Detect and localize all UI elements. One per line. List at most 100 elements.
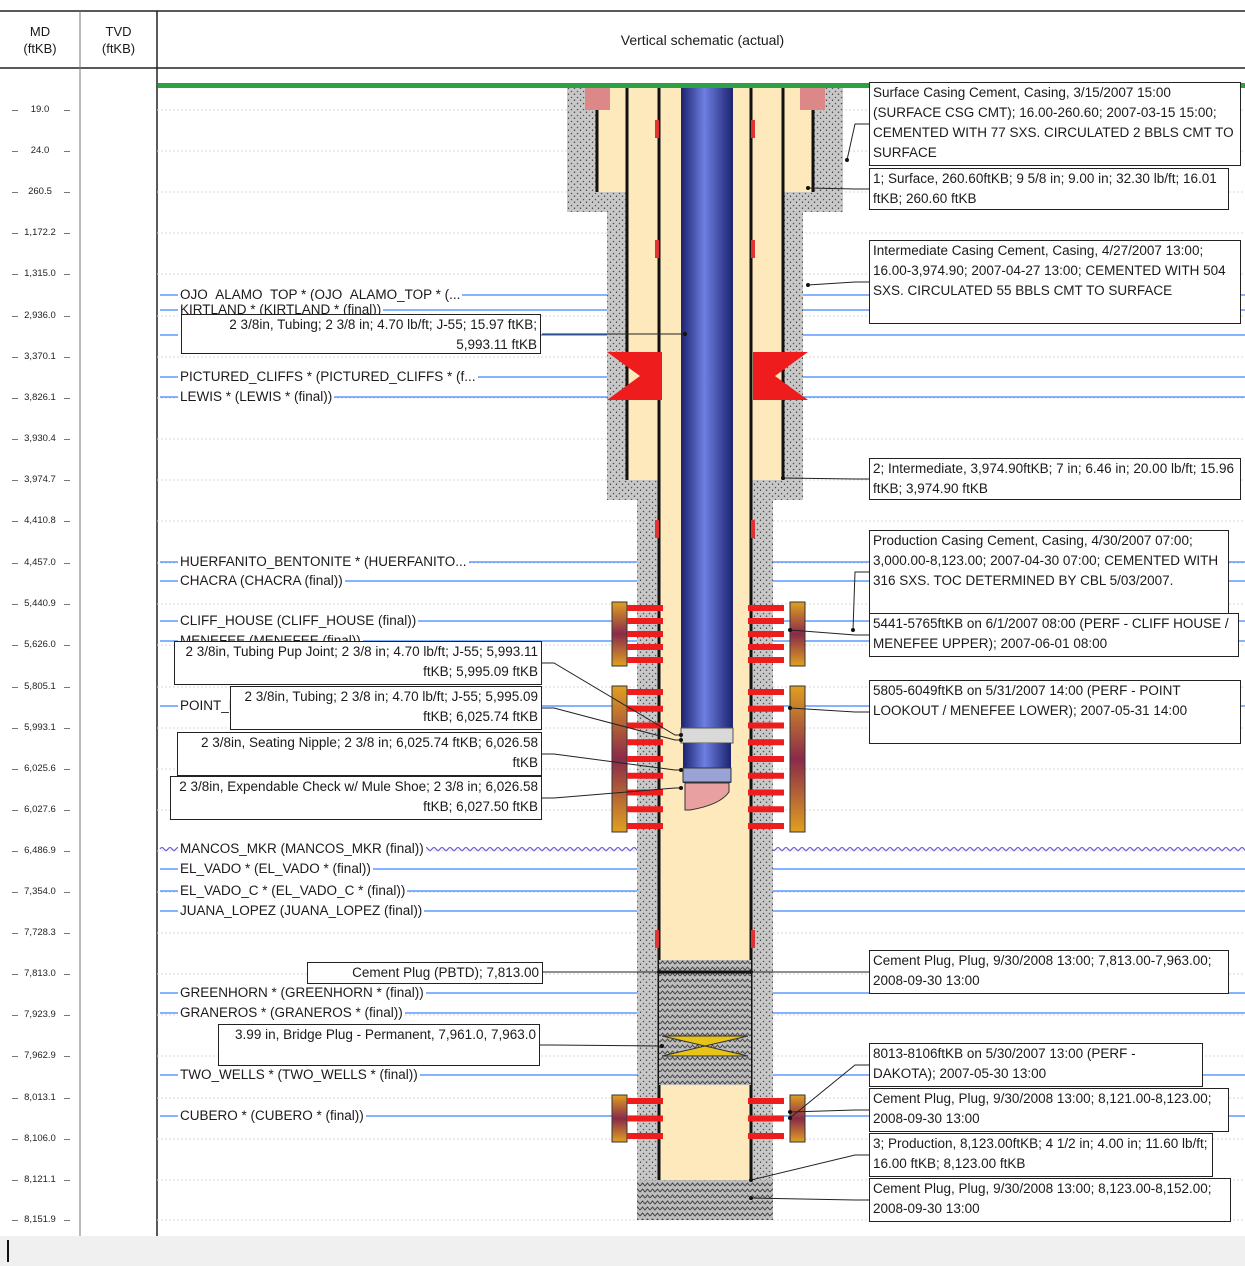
perforation-shot [627,823,663,829]
md-tick [64,1098,70,1099]
wellhead-flange-right [800,88,825,110]
leader-line [542,753,681,771]
md-tick [12,398,18,399]
perforation-shot [748,657,784,663]
md-depth-label: 8,106.0 [24,1133,56,1144]
md-depth-label: 6,025.6 [24,763,56,774]
wellbore-schematic-canvas [0,10,1245,1236]
formation-label: CHACRA (CHACRA (final)) [178,572,345,589]
md-depth-label: 2,936.0 [24,310,56,321]
formation-label: GRANEROS * (GRANEROS * (final)) [178,1004,405,1021]
event-annotation[interactable]: 3; Production, 8,123.00ftKB; 4 1/2 in; 4… [869,1133,1213,1177]
tvd-column-header[interactable]: TVD (ftKB) [80,12,157,68]
md-tick [64,769,70,770]
perforation-shot [748,722,784,729]
perforation-shot [627,644,663,650]
component-annotation[interactable]: 2 3/8in, Tubing; 2 3/8 in; 4.70 lb/ft; J… [230,686,542,730]
md-tick [64,604,70,605]
event-annotation[interactable]: 8013-8106ftKB on 5/30/2007 13:00 (PERF -… [869,1043,1203,1087]
perf-gun-right [789,685,806,833]
md-depth-label: 7,962.9 [24,1050,56,1061]
component-annotation[interactable]: Cement Plug (PBTD); 7,813.00 [307,962,543,984]
event-annotation[interactable]: Production Casing Cement, Casing, 4/30/2… [869,530,1229,614]
md-tick [12,357,18,358]
component-annotation[interactable]: 2 3/8in, Seating Nipple; 2 3/8 in; 6,025… [177,732,542,776]
event-annotation[interactable]: 2; Intermediate, 3,974.90ftKB; 7 in; 6.4… [869,458,1241,500]
md-depth-label: 8,121.1 [24,1174,56,1185]
md-depth-label: 19.0 [30,104,50,115]
leader-line [750,1154,869,1181]
md-tick [64,892,70,893]
md-tick [12,1098,18,1099]
md-tick [64,1139,70,1140]
perforation-shot [627,689,663,695]
md-tick [64,439,70,440]
md-depth-label: 3,974.7 [24,474,56,485]
component-annotation[interactable]: 2 3/8in, Expendable Check w/ Mule Shoe; … [170,776,542,820]
perforation-shot [627,739,663,746]
md-tick [64,480,70,481]
md-tick [64,1180,70,1181]
event-annotation[interactable]: 5805-6049ftKB on 5/31/2007 14:00 (PERF -… [869,680,1241,744]
md-tick [12,974,18,975]
md-tick [12,728,18,729]
perf-gun-left [611,685,628,833]
perforation-shot [627,618,663,624]
casing-coupling [751,930,755,948]
component-annotation[interactable]: 2 3/8in, Tubing Pup Joint; 2 3/8 in; 4.7… [174,641,542,685]
md-tick [12,521,18,522]
md-depth-label: 8,151.9 [24,1214,56,1225]
leader-anchor [788,706,792,710]
perforation-shot [627,789,663,796]
perforation-shot [748,631,784,637]
md-depth-label: 7,813.0 [24,968,56,979]
md-tick [64,687,70,688]
leader-anchor [683,332,687,336]
casing-coupling [751,240,755,258]
md-tick [64,933,70,934]
leader-anchor [788,1116,792,1120]
ground-surface [158,83,1245,88]
leader-line [846,123,869,161]
md-tick [64,192,70,193]
md-tick [12,769,18,770]
md-tick [12,645,18,646]
leader-anchor [679,768,683,772]
component-annotation[interactable]: 2 3/8in, Tubing; 2 3/8 in; 4.70 lb/ft; J… [181,314,541,354]
mule-shoe [684,782,730,811]
packer-arrow-right [753,352,808,400]
md-tick [64,398,70,399]
perforation-shot [627,705,663,712]
leader-line [540,1044,662,1047]
md-tick [12,810,18,811]
event-annotation[interactable]: Cement Plug, Plug, 9/30/2008 13:00; 8,12… [869,1088,1229,1132]
component-annotation[interactable]: 3.99 in, Bridge Plug - Permanent, 7,961.… [218,1024,540,1066]
event-annotation[interactable]: 5441-5765ftKB on 6/1/2007 08:00 (PERF - … [869,613,1239,657]
perforation-shot [748,823,784,829]
leader-line [789,1109,869,1113]
perforation-shot [627,657,663,663]
perforation-shot [748,739,784,746]
event-annotation[interactable]: Intermediate Casing Cement, Casing, 4/27… [869,240,1241,324]
md-depth-label: 6,486.9 [24,845,56,856]
md-tick [12,480,18,481]
md-tick [12,274,18,275]
md-header-title: MD [29,24,51,39]
formation-label: CUBERO * (CUBERO * (final)) [178,1107,366,1124]
md-depth-label: 7,923.9 [24,1009,56,1020]
md-tick [64,974,70,975]
perf-gun-right [789,601,806,667]
event-annotation[interactable]: Surface Casing Cement, Casing, 3/15/2007… [869,82,1241,166]
event-annotation[interactable]: Cement Plug, Plug, 9/30/2008 13:00; 7,81… [869,950,1229,994]
event-annotation[interactable]: 1; Surface, 260.60ftKB; 9 5/8 in; 9.00 i… [869,168,1229,210]
casing-coupling [655,930,659,948]
bridge-plug-top [661,1035,749,1047]
schematic-column-header[interactable]: Vertical schematic (actual) [160,12,1245,68]
md-depth-label: 5,993.1 [24,722,56,733]
md-depth-label: 5,626.0 [24,639,56,650]
md-depth-label: 6,027.6 [24,804,56,815]
md-column-header[interactable]: MD (ftKB) [0,12,80,68]
formation-label: EL_VADO * (EL_VADO * (final)) [178,860,373,877]
event-annotation[interactable]: Cement Plug, Plug, 9/30/2008 13:00; 8,12… [869,1178,1231,1222]
